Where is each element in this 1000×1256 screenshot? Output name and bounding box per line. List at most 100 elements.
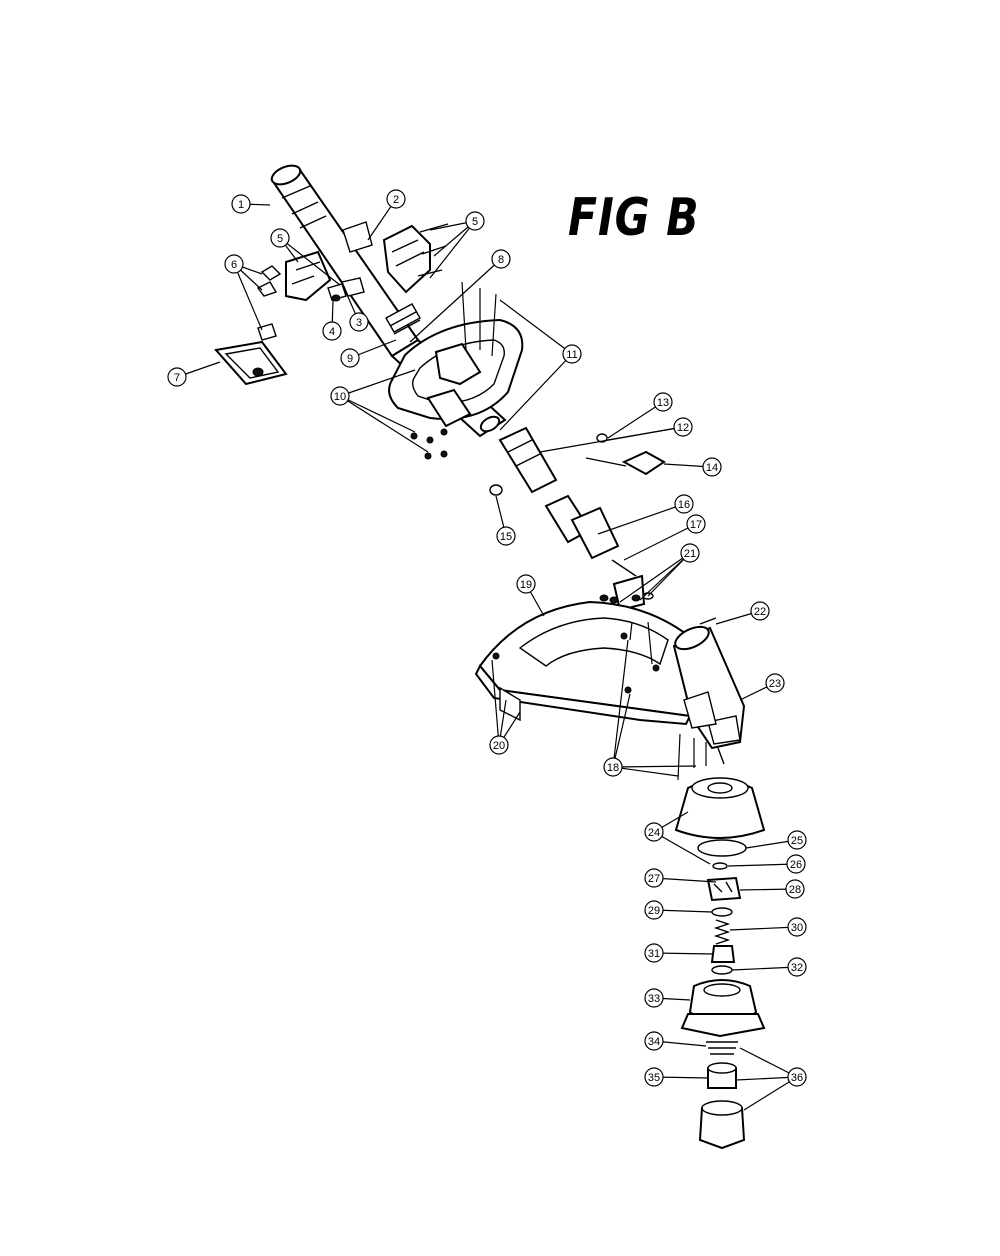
callout-circle xyxy=(644,943,664,963)
callout-circle xyxy=(702,457,722,477)
callout-29: 29 xyxy=(644,900,713,920)
callout-circle xyxy=(686,514,706,534)
loop-handle xyxy=(388,281,524,460)
callout-circle xyxy=(680,543,700,563)
callout-35: 35 xyxy=(644,1067,709,1087)
callout-5: 5 xyxy=(270,228,341,286)
callout-circle xyxy=(786,854,806,874)
callout-leader xyxy=(731,966,798,971)
callout-circle xyxy=(644,988,664,1008)
callout-11: 11 xyxy=(499,299,582,431)
callout-circle xyxy=(224,254,244,274)
callout-18: 18 xyxy=(603,639,697,777)
callout-number: 26 xyxy=(790,859,802,871)
callout-leader xyxy=(491,659,500,746)
callout-4: 4 xyxy=(322,299,342,341)
callout-number: 1 xyxy=(238,199,244,211)
callout-leader xyxy=(623,523,697,561)
callout-leader xyxy=(607,426,684,441)
callout-number: 19 xyxy=(520,579,532,591)
callout-circle xyxy=(491,249,511,269)
callout-8: 8 xyxy=(409,249,511,343)
callout-number: 31 xyxy=(648,948,660,960)
callout-leader xyxy=(612,766,679,777)
callout-number: 22 xyxy=(754,606,766,618)
callout-22: 22 xyxy=(715,601,770,625)
callout-circle xyxy=(465,211,485,231)
callout-circle xyxy=(644,868,664,888)
callout-number: 20 xyxy=(493,740,505,752)
callout-circle xyxy=(674,494,694,514)
callout-number: 6 xyxy=(231,259,237,271)
callout-circle xyxy=(322,321,342,341)
callout-21: 21 xyxy=(619,543,700,603)
wire-clips xyxy=(256,265,282,341)
callout-number: 11 xyxy=(566,349,577,361)
grass-guard xyxy=(474,600,696,726)
callout-number: 4 xyxy=(329,326,335,338)
callout-30: 30 xyxy=(729,917,807,937)
callout-circle xyxy=(167,367,187,387)
callout-1: 1 xyxy=(231,194,271,214)
callout-number: 5 xyxy=(472,216,478,228)
callout-circle xyxy=(750,601,770,621)
callout-number: 13 xyxy=(657,397,669,409)
callout-circle xyxy=(386,189,406,209)
callout-circle xyxy=(349,312,369,332)
callout-26: 26 xyxy=(727,854,806,874)
callout-leader xyxy=(739,1047,798,1078)
callout-circle xyxy=(787,917,807,937)
callout-circle xyxy=(787,957,807,977)
callout-24: 24 xyxy=(644,811,711,865)
callout-number: 5 xyxy=(277,233,283,245)
callout-15: 15 xyxy=(495,495,516,546)
callout-31: 31 xyxy=(644,943,713,963)
callout-number: 8 xyxy=(498,254,504,266)
callout-leader xyxy=(612,693,631,768)
callout-leader xyxy=(409,258,502,343)
callout-circle xyxy=(644,822,664,842)
callout-circle xyxy=(653,392,673,412)
callout-leader xyxy=(653,831,711,865)
callout-number: 12 xyxy=(677,422,689,434)
callout-number: 32 xyxy=(791,962,803,974)
callout-6: 6 xyxy=(224,254,263,331)
callout-number: 29 xyxy=(648,905,660,917)
callout-13: 13 xyxy=(607,392,673,439)
callout-leader xyxy=(499,353,573,431)
callout-leader xyxy=(729,926,798,931)
callout-17: 17 xyxy=(623,514,706,561)
throttle-housing xyxy=(382,223,449,294)
callout-34: 34 xyxy=(644,1031,707,1051)
callout-23: 23 xyxy=(739,673,785,701)
callout-33: 33 xyxy=(644,988,691,1008)
callout-circle xyxy=(787,1067,807,1087)
callout-circle xyxy=(340,348,360,368)
callout-number: 3 xyxy=(356,317,362,329)
callout-number: 27 xyxy=(648,873,660,885)
callout-number: 23 xyxy=(769,678,781,690)
callout-circle xyxy=(516,574,536,594)
lower-shaft xyxy=(544,494,637,577)
callout-32: 32 xyxy=(731,957,807,977)
callout-number: 7 xyxy=(174,372,180,384)
callout-number: 24 xyxy=(648,827,660,839)
callout-leader xyxy=(279,237,341,286)
callout-number: 16 xyxy=(678,499,690,511)
callout-leader xyxy=(639,552,691,601)
callout-27: 27 xyxy=(644,868,717,888)
callout-number: 21 xyxy=(684,548,696,560)
callout-circle xyxy=(231,194,251,214)
callout-circle xyxy=(496,526,516,546)
callout-number: 34 xyxy=(648,1036,660,1048)
figure-title: FIG B xyxy=(568,188,700,248)
callout-leader xyxy=(653,877,717,883)
callout-number: 25 xyxy=(791,835,803,847)
decal xyxy=(342,221,373,253)
callout-circle xyxy=(603,757,623,777)
callout-12: 12 xyxy=(539,417,693,453)
callout-circle xyxy=(785,879,805,899)
callout-number: 10 xyxy=(334,391,346,403)
callout-circle xyxy=(644,900,664,920)
